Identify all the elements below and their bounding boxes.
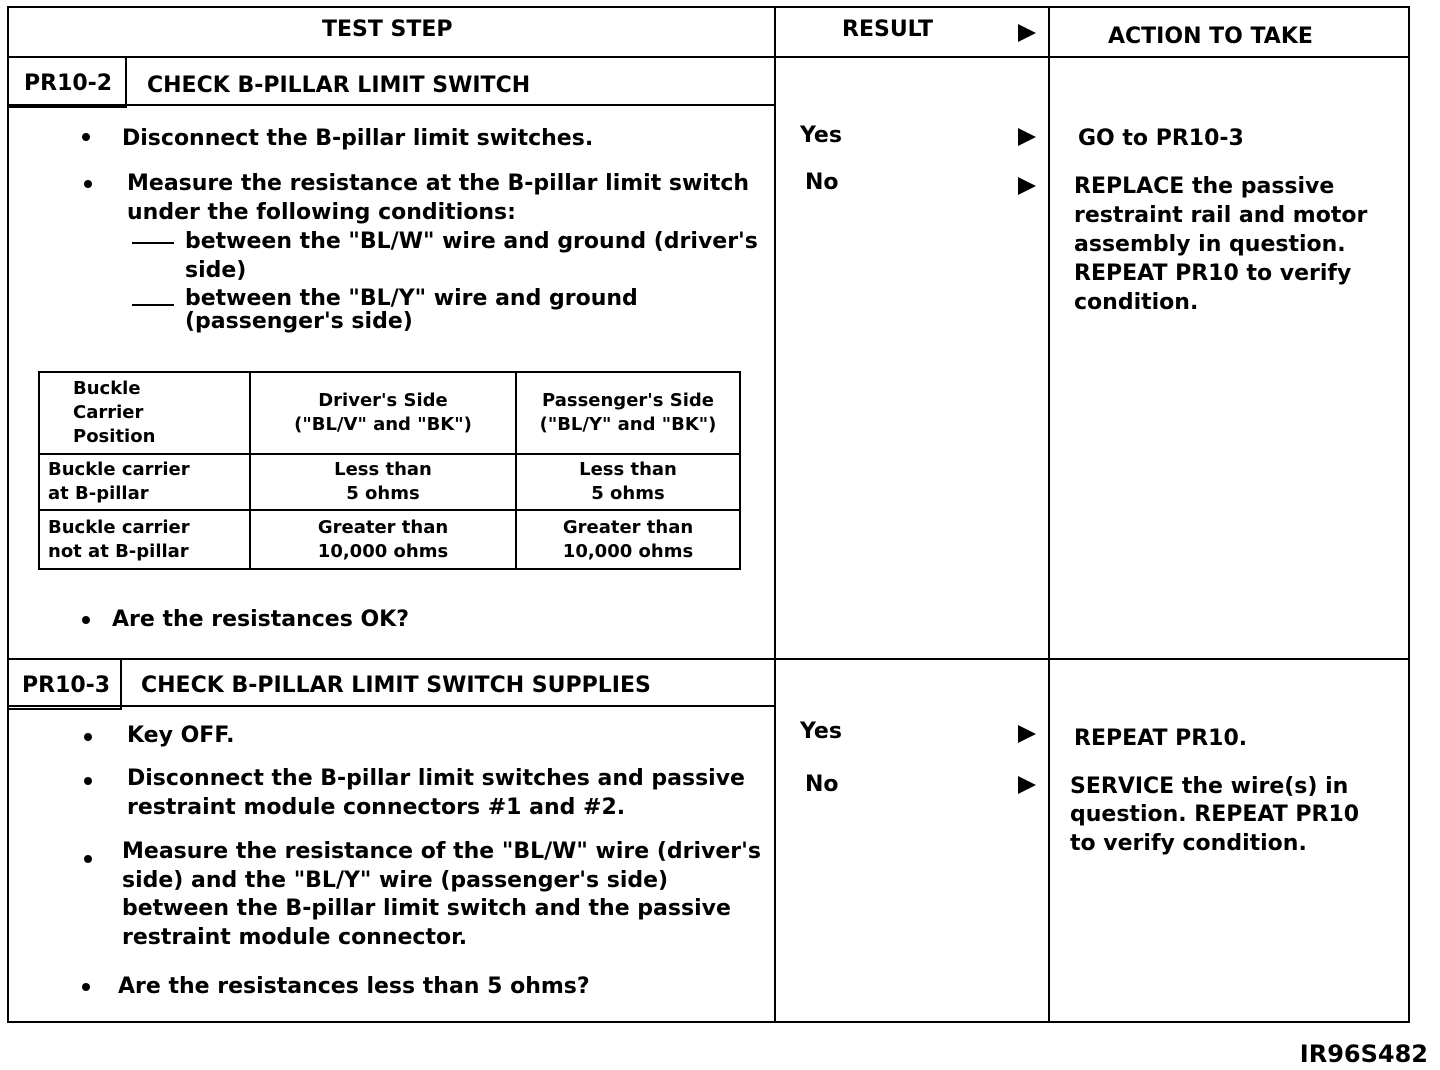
step1-title: CHECK B-PILLAR LIMIT SWITCH	[147, 73, 531, 98]
table-row: Buckle carrier not at B-pillar Greater t…	[38, 509, 741, 570]
step1-action-no-line2: restraint rail and motor	[1074, 203, 1368, 228]
step1-yes-arrow-icon	[1018, 128, 1036, 146]
step2-bullet2-line1: Disconnect the B-pillar limit switches a…	[127, 766, 745, 791]
step2-bullet3-line1: Measure the resistance of the "BL/W" wir…	[122, 839, 761, 864]
table-header-position: Buckle Carrier Position	[38, 371, 251, 455]
table-cell-line: Greater than	[562, 516, 694, 538]
table-cell-line: Less than	[579, 459, 677, 480]
step1-bullet1-icon	[82, 133, 90, 141]
step1-result-yes: Yes	[800, 123, 842, 148]
step2-title: CHECK B-PILLAR LIMIT SWITCH SUPPLIES	[141, 673, 651, 698]
table-cell-line: Less than	[334, 459, 432, 480]
table-cell-line: 10,000 ohms	[317, 540, 449, 562]
step1-question: Are the resistances OK?	[112, 607, 409, 632]
step1-dash2-line1: between the "BL/Y" wire and ground	[185, 286, 638, 311]
table-header-driver-line2: ("BL/V" and "BK")	[294, 414, 472, 435]
figure-id: IR96S482	[1299, 1040, 1428, 1068]
table-cell-line: at B-pillar	[48, 483, 149, 504]
step1-id-box	[7, 56, 127, 108]
table-cell-passenger: Less than 5 ohms	[515, 453, 741, 511]
step2-bullet2-icon	[84, 777, 92, 785]
table-header-passenger-line1: Passenger's Side	[542, 390, 714, 411]
step2-bullet2-line2: restraint module connectors #1 and #2.	[127, 795, 626, 820]
step1-no-arrow-icon	[1018, 177, 1036, 195]
step2-bullet1-text: Key OFF.	[127, 723, 235, 748]
step2-bullet3-icon	[84, 855, 92, 863]
table-cell-driver: Greater than 10,000 ohms	[249, 509, 517, 570]
step2-question-bullet-icon	[82, 983, 90, 991]
table-header-passenger: Passenger's Side ("BL/Y" and "BK")	[515, 371, 741, 455]
table-cell-line: 5 ohms	[591, 483, 665, 504]
step2-question: Are the resistances less than 5 ohms?	[118, 974, 590, 999]
step2-result-no: No	[805, 772, 839, 797]
step2-title-underline	[7, 705, 775, 707]
table-row: Buckle carrier at B-pillar Less than 5 o…	[38, 453, 741, 511]
step-divider	[7, 658, 1410, 660]
table-header-position-line2: Carrier	[73, 402, 144, 423]
step1-title-underline	[7, 104, 775, 106]
header-test-step: TEST STEP	[322, 17, 453, 42]
step1-action-yes: GO to PR10-3	[1078, 126, 1244, 151]
step2-yes-arrow-icon	[1018, 725, 1036, 743]
step2-bullet1-icon	[84, 733, 92, 741]
step2-bullet3-line3: between the B-pillar limit switch and th…	[122, 896, 731, 921]
table-cell-line: 5 ohms	[346, 483, 420, 504]
table-cell-line: Greater than	[317, 516, 449, 538]
column-divider-result-action	[1048, 6, 1050, 1023]
step2-result-yes: Yes	[800, 719, 842, 744]
step2-action-yes: REPEAT PR10.	[1074, 726, 1248, 751]
step2-action-no-line2: question. REPEAT PR10	[1070, 802, 1360, 827]
step2-id: PR10-3	[22, 673, 111, 698]
table-cell-line: not at B-pillar	[48, 540, 189, 562]
step2-bullet3-line4: restraint module connector.	[122, 925, 468, 950]
header-result: RESULT	[842, 17, 934, 42]
step2-bullet3-line2: side) and the "BL/Y" wire (passenger's s…	[122, 868, 669, 893]
step2-no-arrow-icon	[1018, 776, 1036, 794]
header-action: ACTION TO TAKE	[1108, 24, 1313, 49]
column-divider-test-result	[774, 6, 776, 1023]
step2-id-box	[7, 658, 122, 710]
step1-dash2-icon	[132, 304, 174, 306]
step1-dash1-icon	[132, 242, 174, 244]
step2-action-no-line3: to verify condition.	[1070, 831, 1307, 856]
step1-action-no-line3: assembly in question.	[1074, 232, 1346, 257]
step1-action-no-line4: REPEAT PR10 to verify	[1074, 261, 1352, 286]
table-header-driver: Driver's Side ("BL/V" and "BK")	[249, 371, 517, 455]
resistance-table: Buckle Carrier Position Driver's Side ("…	[38, 371, 741, 570]
table-cell-line: Buckle carrier	[48, 459, 190, 480]
table-cell-driver: Less than 5 ohms	[249, 453, 517, 511]
step1-id: PR10-2	[24, 71, 113, 96]
step1-bullet2-icon	[84, 180, 92, 188]
table-cell-line: Buckle carrier	[48, 516, 190, 538]
step1-dash1-line1: between the "BL/W" wire and ground (driv…	[185, 229, 758, 254]
step1-bullet1-text: Disconnect the B-pillar limit switches.	[122, 126, 594, 151]
table-cell-position: Buckle carrier at B-pillar	[38, 453, 251, 511]
step1-dash2-line2: (passenger's side)	[185, 309, 413, 334]
step1-action-no-line5: condition.	[1074, 290, 1199, 315]
step1-bullet2-line2: under the following conditions:	[127, 200, 516, 225]
table-cell-line: 10,000 ohms	[562, 540, 694, 562]
step1-question-bullet-icon	[82, 616, 90, 624]
diagnostic-table-frame	[7, 6, 1410, 1023]
table-header-passenger-line2: ("BL/Y" and "BK")	[539, 414, 717, 435]
step1-bullet2-line1: Measure the resistance at the B-pillar l…	[127, 171, 750, 196]
step1-action-no-line1: REPLACE the passive	[1074, 174, 1335, 199]
table-header-position-line1: Buckle	[73, 378, 141, 399]
table-cell-position: Buckle carrier not at B-pillar	[38, 509, 251, 570]
table-header-driver-line1: Driver's Side	[318, 390, 448, 411]
table-cell-passenger: Greater than 10,000 ohms	[515, 509, 741, 570]
step2-action-no-line1: SERVICE the wire(s) in	[1070, 774, 1349, 799]
table-header-position-line3: Position	[73, 426, 156, 447]
step1-dash1-line2: side)	[185, 258, 247, 283]
header-divider	[7, 56, 1410, 58]
step1-result-no: No	[805, 170, 839, 195]
header-result-arrow-icon	[1018, 24, 1036, 42]
